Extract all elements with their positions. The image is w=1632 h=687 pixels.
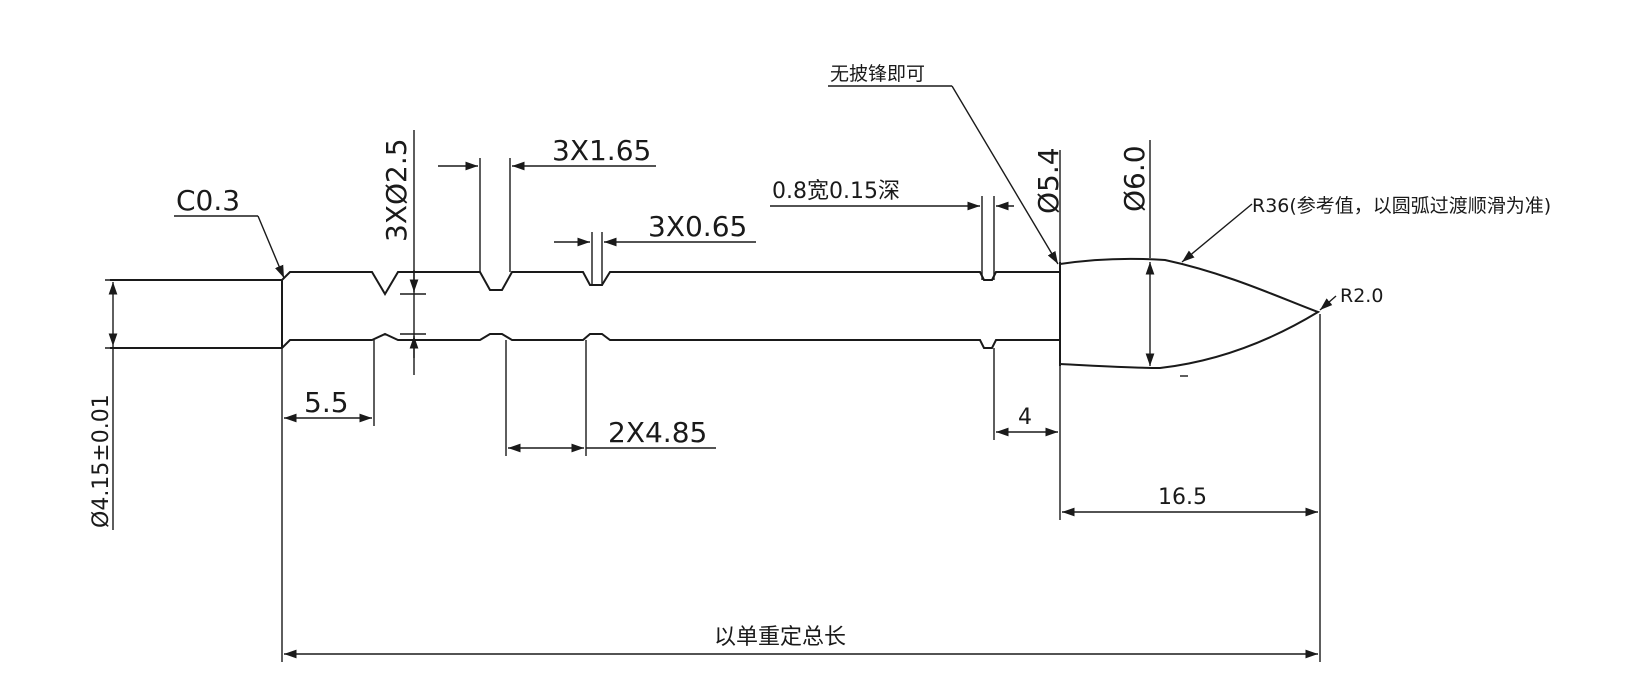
dim-4-label: 4 [1018, 405, 1032, 430]
dim-16-5-label: 16.5 [1158, 485, 1207, 510]
r2-leader [1319, 295, 1337, 311]
no-burr-leader [951, 85, 1059, 265]
shaft-top-edge [110, 271, 1060, 296]
narrow-groove-label: 3X0.65 [648, 210, 747, 243]
r36-leader [1181, 203, 1253, 263]
total-length-label: 以单重定总长 [714, 625, 846, 650]
shaft-dia-label: Ø4.15±0.01 [89, 394, 114, 528]
shaft-bottom-edge [110, 332, 1060, 349]
no-burr-label: 无披锋即可 [830, 63, 925, 85]
groove-dia-label: 3XØ2.5 [380, 138, 413, 242]
dim-5-5-label: 5.5 [304, 386, 349, 419]
groove-width-label: 3X1.65 [552, 134, 651, 167]
dim-4-85-label: 2X4.85 [608, 416, 707, 449]
chamfer-label: C0.3 [176, 184, 240, 217]
dia-6-0-label: Ø6.0 [1118, 145, 1151, 212]
r2-label: R2.0 [1340, 285, 1383, 307]
r36-note-label: R36(参考值，以圆弧过渡顺滑为准) [1252, 195, 1551, 217]
chamfer-leader [257, 215, 285, 279]
neck-spec-label: 0.8宽0.15深 [772, 179, 900, 204]
head-profile [1059, 257, 1321, 370]
